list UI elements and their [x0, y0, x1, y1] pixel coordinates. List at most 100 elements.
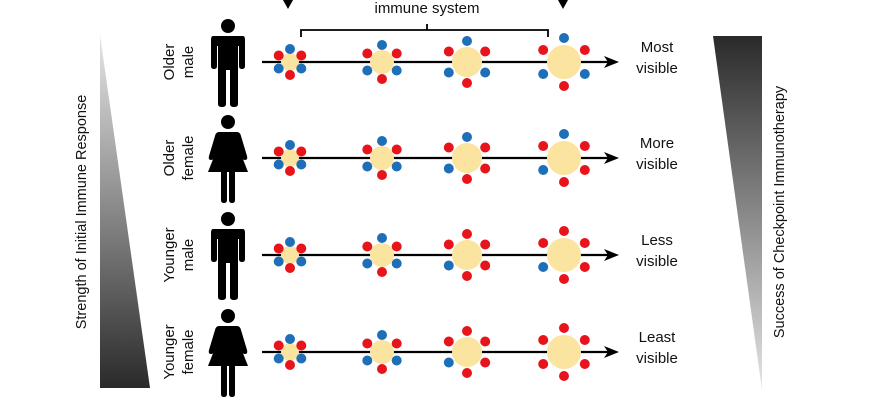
marker-red-upper-left — [538, 238, 549, 248]
outcome-label-line2: visible — [636, 253, 678, 270]
marker-blue-top — [285, 334, 295, 344]
group-label-line1: Older — [161, 140, 178, 177]
figure-body — [208, 132, 248, 203]
group-label-line1: Older — [161, 44, 178, 81]
marker-blue-lower-left — [443, 260, 454, 271]
marker-red-upper-right — [480, 336, 491, 347]
left-gradient-wedge — [100, 35, 150, 388]
figure-head — [221, 115, 235, 129]
tumor-cell — [443, 326, 491, 378]
tumor-cell — [443, 132, 491, 184]
marker-blue-lower-left — [273, 353, 284, 364]
marker-blue-lower-right — [480, 67, 491, 78]
marker-red-upper-left — [362, 241, 373, 252]
cell-body — [547, 335, 581, 369]
marker-red-lower-right — [480, 260, 491, 271]
marker-red-top — [559, 226, 569, 236]
cell-body — [547, 238, 581, 272]
marker-red-top — [559, 323, 569, 333]
cell-body — [452, 143, 482, 173]
figure-body — [211, 36, 245, 107]
marker-red-upper-left — [443, 336, 454, 347]
male-figure-icon — [211, 212, 245, 300]
arrowhead-icon — [604, 152, 619, 164]
marker-blue-top — [377, 40, 387, 50]
marker-blue-lower-left — [362, 258, 373, 269]
bracket — [300, 24, 549, 37]
tumor-cell — [362, 40, 402, 84]
tumor-cell — [443, 229, 491, 281]
outcome-label-line2: visible — [636, 156, 678, 173]
outcome-label-line1: Least — [639, 329, 677, 346]
top-arrow-tip-right — [558, 0, 568, 9]
marker-blue-top — [285, 44, 295, 54]
marker-blue-lower-left — [362, 161, 373, 172]
marker-blue-lower-right — [391, 65, 402, 76]
marker-blue-lower-right — [391, 258, 402, 269]
arrowhead-icon — [604, 346, 619, 358]
marker-red-upper-right — [391, 241, 402, 252]
marker-red-bottom — [559, 371, 569, 381]
marker-blue-lower-right — [391, 161, 402, 172]
cell-body — [281, 343, 299, 361]
marker-red-upper-left — [443, 239, 454, 250]
marker-red-bottom — [462, 78, 472, 88]
marker-red-bottom — [559, 177, 569, 187]
tumor-cell — [273, 44, 307, 80]
cell-body — [370, 340, 394, 364]
marker-red-lower-right — [579, 262, 590, 272]
marker-red-bottom — [285, 360, 295, 370]
marker-red-top — [462, 229, 472, 239]
marker-blue-lower-right — [391, 355, 402, 366]
cell-body — [452, 240, 482, 270]
group-label-line2: female — [180, 135, 197, 180]
marker-red-upper-right — [480, 239, 491, 250]
left-axis-label: Strength of Initial Immune Response — [74, 95, 90, 330]
marker-red-upper-right — [391, 338, 402, 349]
figure-head — [221, 309, 235, 323]
cell-body — [370, 146, 394, 170]
marker-blue-top — [462, 132, 472, 142]
marker-red-lower-left — [538, 359, 549, 369]
cell-body — [281, 246, 299, 264]
male-figure-icon — [211, 19, 245, 107]
marker-red-upper-right — [579, 45, 590, 55]
marker-blue-top — [285, 140, 295, 150]
marker-blue-top — [559, 33, 569, 43]
arrowhead-icon — [604, 56, 619, 68]
marker-blue-lower-left — [443, 357, 454, 368]
outcome-label-line2: visible — [636, 350, 678, 367]
marker-red-lower-right — [480, 163, 491, 174]
marker-red-bottom — [285, 70, 295, 80]
cell-body — [370, 243, 394, 267]
marker-red-bottom — [559, 274, 569, 284]
figure-body — [211, 229, 245, 300]
marker-red-upper-right — [296, 50, 307, 61]
marker-red-upper-right — [391, 144, 402, 155]
marker-red-bottom — [285, 263, 295, 273]
tumor-cell — [538, 129, 590, 187]
group-label-line2: male — [180, 239, 197, 272]
tumor-cell — [538, 226, 590, 284]
marker-red-bottom — [462, 174, 472, 184]
marker-red-bottom — [377, 170, 387, 180]
marker-red-upper-left — [362, 144, 373, 155]
marker-blue-lower-left — [273, 256, 284, 267]
marker-red-top — [462, 326, 472, 336]
female-figure-icon — [208, 309, 248, 397]
arrowhead-icon — [604, 249, 619, 261]
cell-body — [547, 45, 581, 79]
marker-blue-lower-left — [538, 262, 549, 272]
marker-red-bottom — [377, 364, 387, 374]
marker-blue-lower-right — [296, 63, 307, 74]
marker-red-bottom — [462, 368, 472, 378]
marker-red-upper-right — [579, 141, 590, 151]
tumor-cell — [273, 334, 307, 370]
group-label-line2: female — [180, 329, 197, 374]
cell-body — [547, 141, 581, 175]
tumor-cell — [362, 233, 402, 277]
marker-red-bottom — [462, 271, 472, 281]
female-figure-icon — [208, 115, 248, 203]
